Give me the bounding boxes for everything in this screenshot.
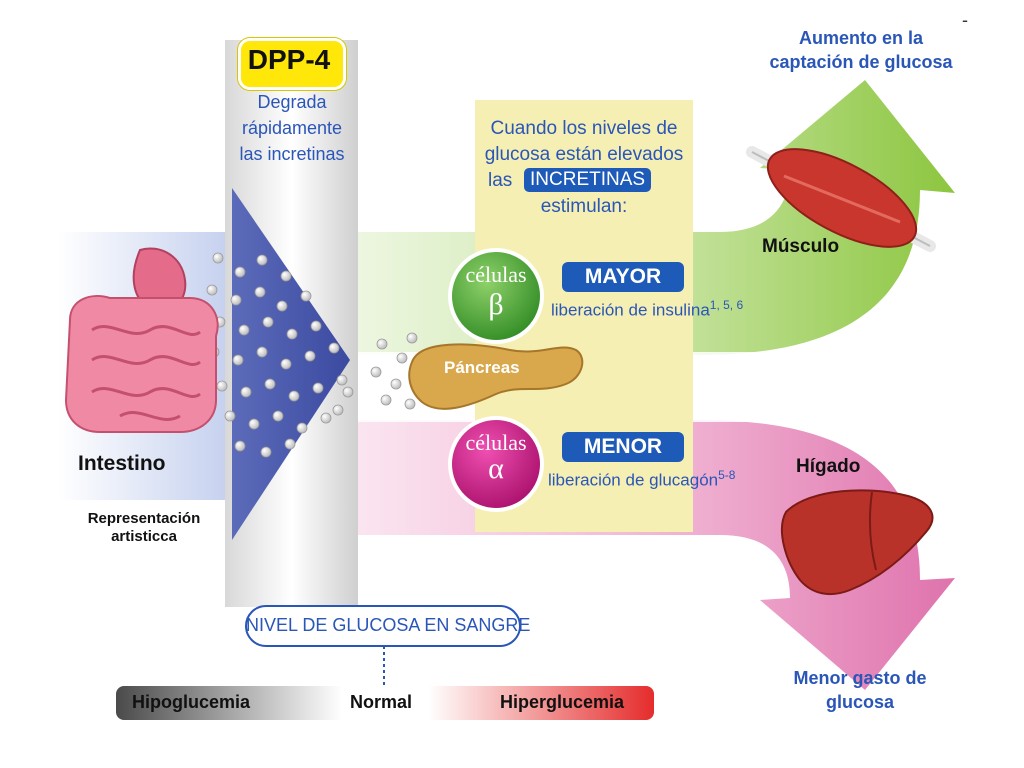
legend-normal-label: Normal <box>350 692 413 712</box>
intestine-label: Intestino <box>78 452 166 475</box>
intestine-note-line2: artisticca <box>111 528 177 545</box>
center-text-last: estimulan: <box>540 196 628 217</box>
glucose-scale-bar <box>116 686 654 720</box>
glucagon-refs: 5-8 <box>718 468 736 482</box>
muscle-label: Músculo <box>762 236 840 257</box>
center-text-line1: Cuando los niveles de <box>490 118 678 139</box>
incretinas-highlight: INCRETINAS <box>524 168 652 192</box>
intestine-note-line1: Representación <box>87 510 201 527</box>
menor-pill: MENOR <box>562 432 684 462</box>
insulin-text: liberación de insulina1, 5, 6 <box>551 298 743 321</box>
muscle-effect-line1: Aumento en la <box>798 28 923 48</box>
legend-high-label: Hiperglucemia <box>500 692 625 712</box>
dpp4-desc-line1: Degrada <box>257 92 327 112</box>
legend-title: NIVEL DE GLUCOSA EN SANGRE <box>246 615 531 635</box>
muscle-illustration <box>746 146 936 252</box>
dpp4-badge <box>238 38 346 90</box>
liver-effect-line2: glucosa <box>825 692 895 712</box>
muscle-effect-line2: captación de glucosa <box>769 52 953 72</box>
alpha-cell-word: células <box>465 430 527 455</box>
beta-cell-word: células <box>465 262 527 287</box>
pancreas-illustration <box>408 343 584 410</box>
center-text-prefix: las <box>488 170 513 191</box>
incretin-dots <box>206 252 418 458</box>
dpp4-desc-line3: las incretinas <box>239 144 345 164</box>
legend-low-label: Hipoglucemia <box>132 692 251 712</box>
alpha-symbol: α <box>488 452 504 485</box>
insulin-refs: 1, 5, 6 <box>709 298 744 312</box>
dpp4-desc-line2: rápidamente <box>241 118 343 138</box>
alpha-cell-circle <box>448 416 544 512</box>
liver-illustration <box>781 489 934 596</box>
mayor-pill: MAYOR <box>562 262 684 292</box>
center-text-line2: glucosa están elevados <box>484 144 684 165</box>
beta-symbol: β <box>488 288 504 321</box>
liver-effect-line1: Menor gasto de <box>793 668 927 688</box>
pancreas-label: Páncreas <box>444 358 520 377</box>
dpp4-badge-label: DPP-4 <box>247 44 331 75</box>
liver-label: Hígado <box>796 456 861 477</box>
intestine-illustration <box>64 247 219 433</box>
insulin-text-label: liberación de insulina <box>551 300 710 320</box>
glucagon-text-label: liberación de glucagón <box>548 470 719 490</box>
beta-cell-circle <box>448 248 544 344</box>
corner-mark: - <box>962 10 968 30</box>
glucagon-text: liberación de glucagón5-8 <box>548 468 735 491</box>
